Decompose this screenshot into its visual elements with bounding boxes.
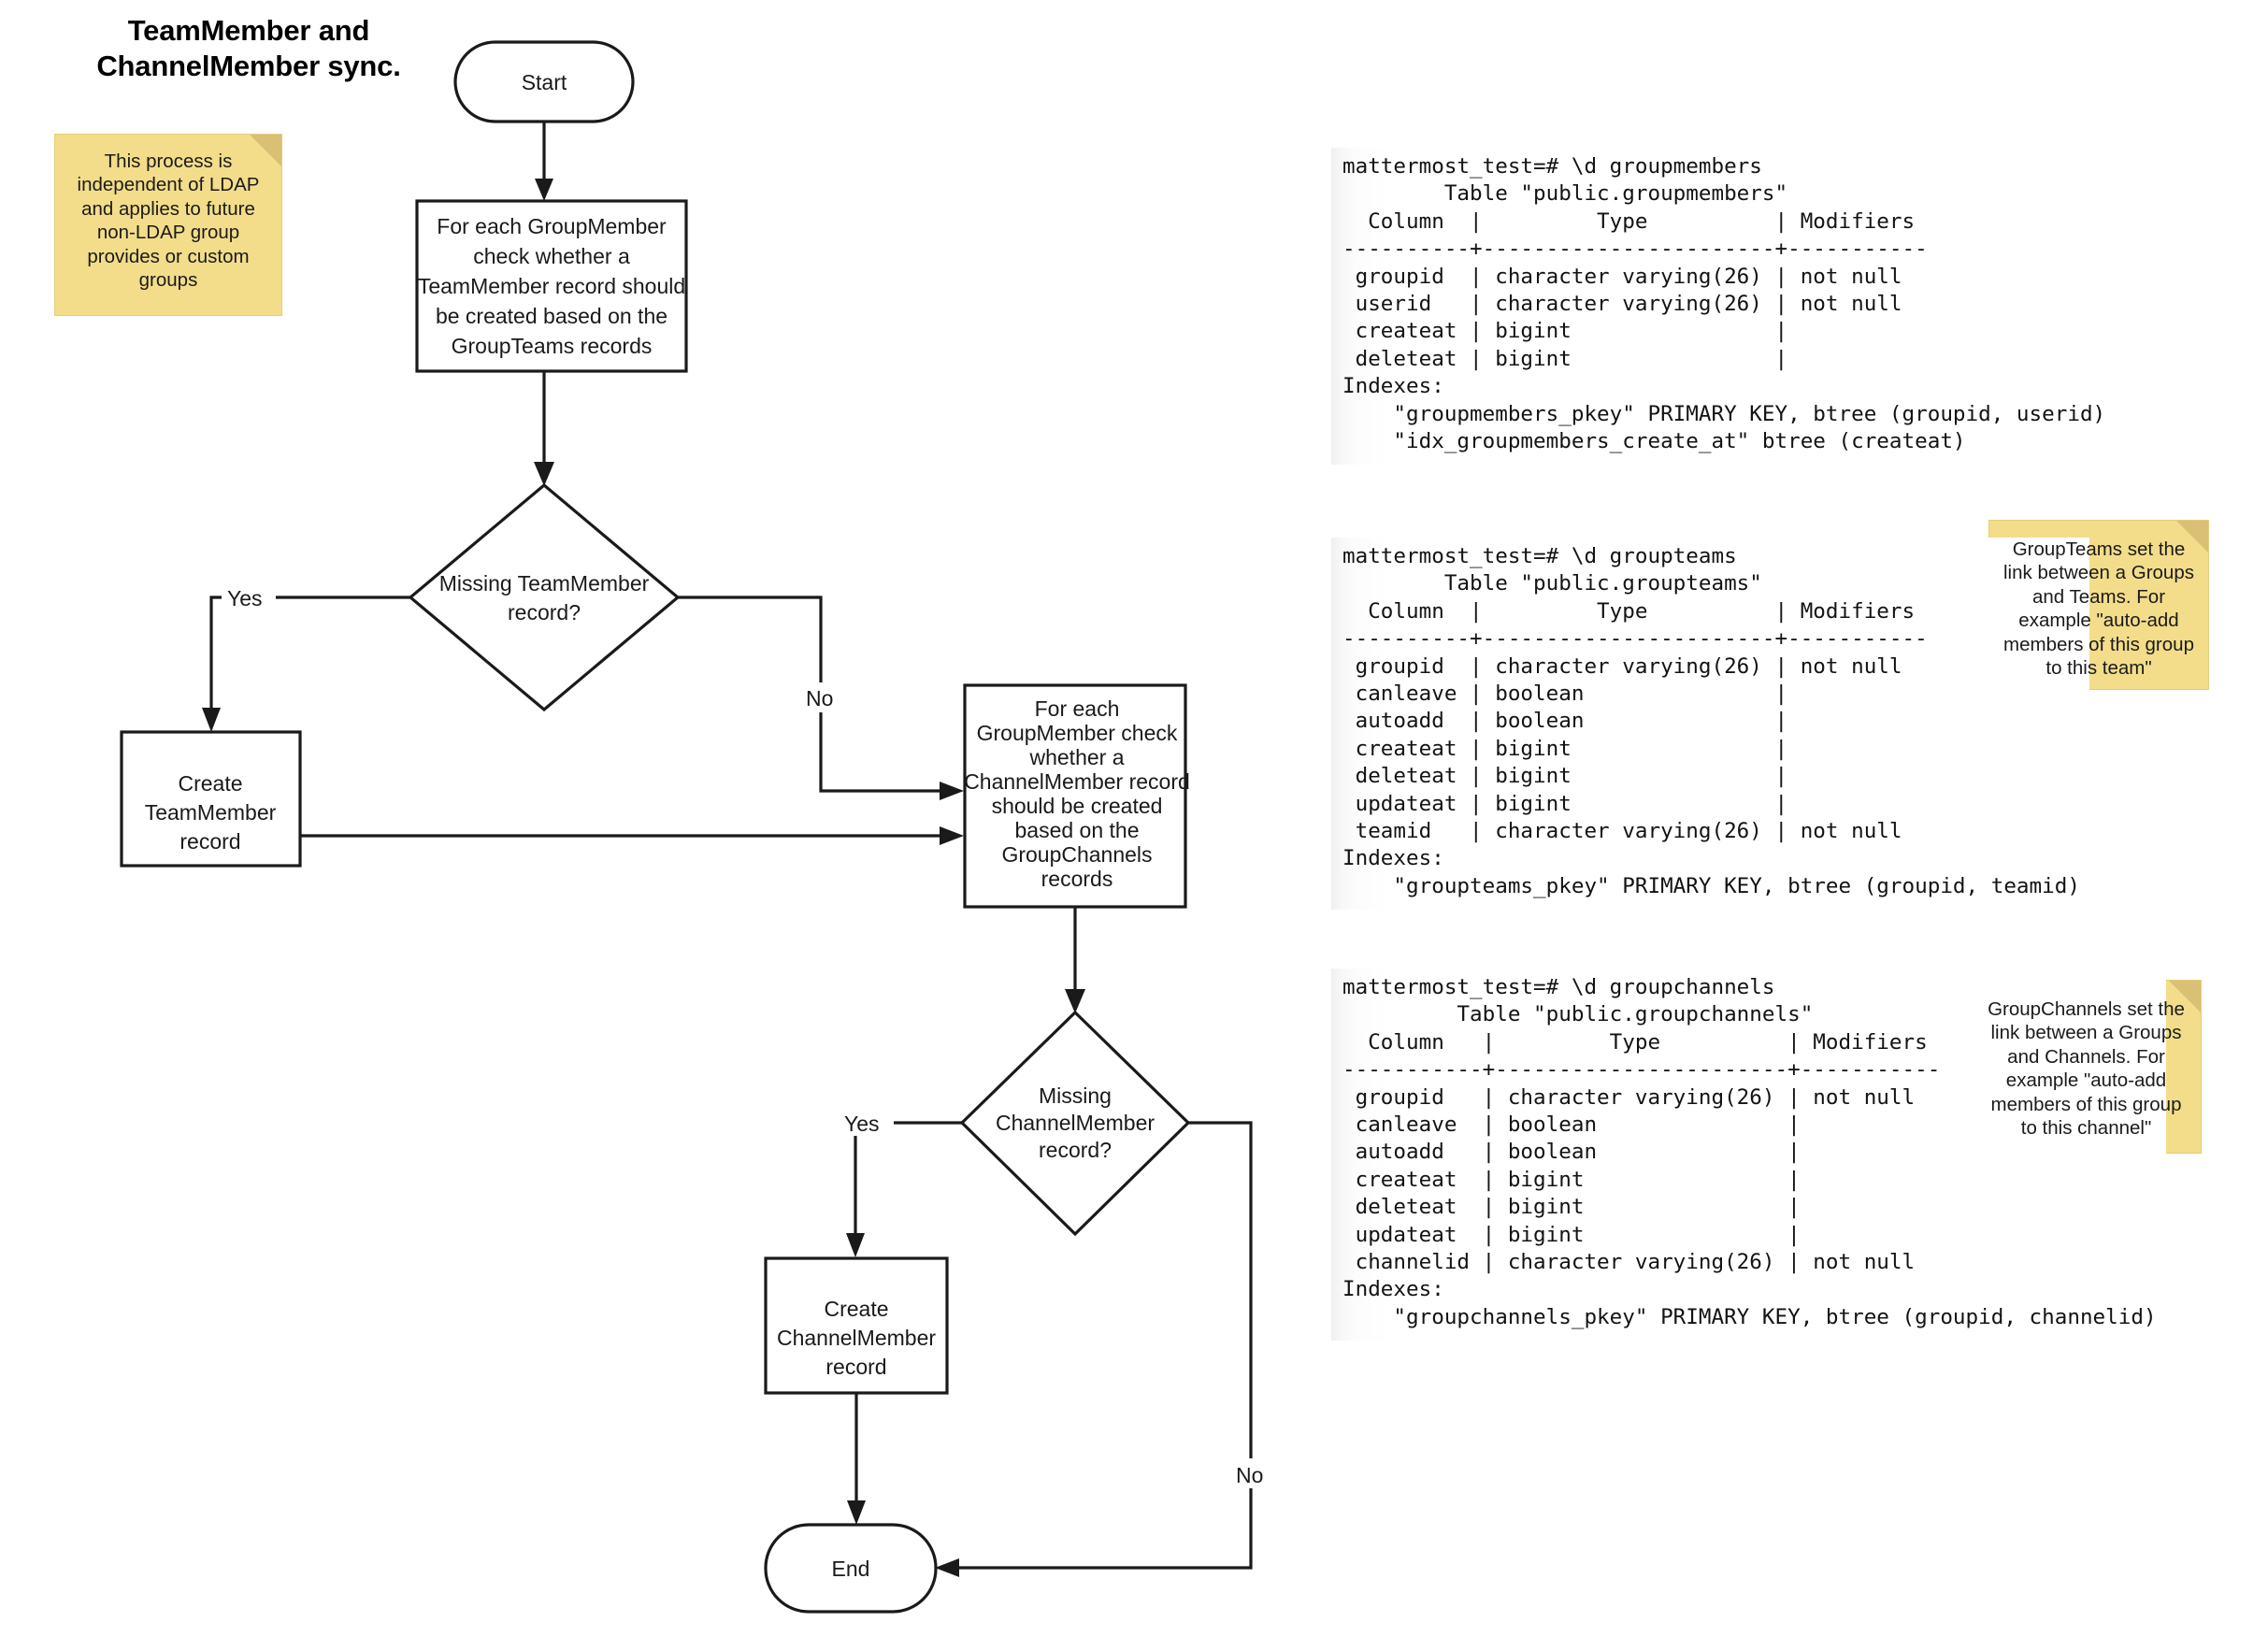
edge-create-channelmember-to-end	[847, 1393, 866, 1525]
node-line: For each	[1035, 696, 1120, 721]
node-decision-missing-channelmember[interactable]: Missing ChannelMember record?	[959, 1010, 1191, 1237]
node-create-channelmember-record[interactable]: Create ChannelMember record	[764, 1256, 949, 1395]
node-line: whether a	[1028, 745, 1124, 769]
psql-output-groupchannels: mattermost_test=# \d groupchannels Table…	[1331, 969, 2166, 1342]
node-line: TeamMember record should	[418, 274, 685, 298]
edge-decision-team-yes: Yes	[202, 583, 410, 732]
groupteams-note: GroupTeams set the link between a Groups…	[1988, 520, 2209, 690]
node-line: Missing TeamMember	[439, 571, 650, 596]
node-line: ChannelMember	[777, 1326, 936, 1350]
node-start-label: Start	[522, 70, 567, 94]
note-fold-icon	[2176, 521, 2208, 553]
ldap-note-text: This process is independent of LDAP and …	[77, 151, 260, 292]
node-for-each-groupmember-channel[interactable]: For each GroupMember check whether a Cha…	[963, 683, 1190, 909]
node-line: Create	[824, 1297, 888, 1321]
edge-label-no: No	[806, 686, 833, 710]
node-line: ChannelMember record	[964, 769, 1190, 794]
psql-output-groupmembers: mattermost_test=# \d groupmembers Table …	[1331, 148, 2116, 466]
edge-decision-team-no: No	[678, 596, 964, 800]
node-line: GroupChannels	[1001, 842, 1152, 867]
edge-decision-channel-yes: Yes	[840, 1108, 962, 1257]
page-title-line-2: ChannelMember sync.	[96, 49, 401, 82]
groupteams-note-text: GroupTeams set the link between a Groups…	[2003, 538, 2194, 680]
edge-label-no: No	[1236, 1463, 1263, 1487]
node-line: records	[1041, 867, 1113, 891]
node-line: record	[825, 1355, 886, 1379]
edge-label-yes: Yes	[227, 586, 263, 610]
node-line: Create	[178, 771, 242, 796]
node-line: GroupMember check	[977, 721, 1178, 745]
node-line: record?	[1039, 1138, 1112, 1162]
node-end[interactable]: End	[764, 1523, 938, 1614]
node-line: should be created	[992, 794, 1163, 818]
edge-foreach-team-to-decision-team	[534, 371, 554, 486]
page-title: TeamMember and ChannelMember sync.	[80, 13, 417, 84]
node-line: TeamMember	[145, 800, 277, 825]
node-start[interactable]: Start	[453, 40, 635, 123]
node-create-teammember-record[interactable]: Create TeamMember record	[120, 730, 302, 868]
node-line: Missing	[1039, 1083, 1112, 1108]
node-line: record?	[508, 600, 581, 624]
note-fold-icon	[250, 135, 281, 166]
node-for-each-groupmember-team[interactable]: For each GroupMember check whether a Tea…	[415, 199, 688, 373]
node-line: For each GroupMember	[437, 214, 667, 238]
ldap-note: This process is independent of LDAP and …	[54, 134, 282, 316]
edge-start-to-foreach-team	[535, 122, 553, 201]
node-line: check whether a	[473, 244, 630, 268]
psql-output-groupteams: mattermost_test=# \d groupteams Table "p…	[1331, 538, 2089, 911]
node-end-label: End	[832, 1557, 870, 1581]
note-fold-icon	[2169, 981, 2201, 1012]
node-line: based on the	[1014, 818, 1139, 842]
edge-label-yes: Yes	[844, 1112, 880, 1136]
edge-foreach-channel-to-decision-channel	[1065, 907, 1085, 1013]
node-line: record	[179, 829, 240, 854]
node-line: be created based on the	[436, 304, 667, 328]
groupchannels-note: GroupChannels set the link between a Gro…	[1971, 980, 2202, 1154]
edge-create-teammember-to-foreach-channel	[300, 826, 964, 845]
groupchannels-note-text: GroupChannels set the link between a Gro…	[1988, 998, 2185, 1140]
flowchart: Start For each GroupMember check whether…	[120, 40, 1277, 1614]
edge-decision-channel-no: No	[935, 1121, 1277, 1577]
node-decision-missing-teammember[interactable]: Missing TeamMember record?	[408, 482, 681, 712]
node-line: GroupTeams records	[452, 334, 653, 358]
page-title-line-1: TeamMember and	[127, 14, 370, 47]
node-line: ChannelMember	[996, 1111, 1155, 1135]
